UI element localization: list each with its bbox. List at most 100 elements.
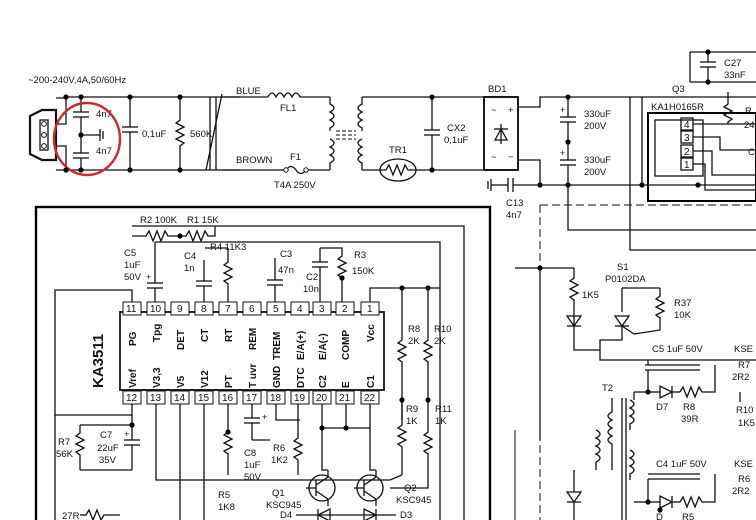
- cx2-label: CX2: [447, 123, 465, 134]
- s1-thyristor: [599, 287, 660, 350]
- r8-value: 2K: [408, 336, 420, 347]
- svg-text:DTC: DTC: [296, 367, 307, 388]
- svg-text:19: 19: [294, 393, 306, 404]
- r8b-value: 39R: [681, 414, 699, 425]
- c27-label: C27: [724, 58, 741, 69]
- c-y1-label: 4n7: [96, 109, 112, 120]
- r9-label: R9: [406, 404, 418, 415]
- ac-inlet-connector: [28, 108, 58, 162]
- bulk-capacitor-2: +: [560, 142, 576, 185]
- r7b-label: R7: [738, 360, 750, 371]
- svg-text:22: 22: [364, 393, 376, 404]
- r7-value: 56K: [56, 449, 74, 460]
- r37-label: R37: [674, 298, 691, 309]
- blue-label: BLUE: [236, 86, 261, 97]
- svg-text:3: 3: [684, 133, 690, 144]
- r-in-label: 560K: [190, 129, 213, 140]
- bd1-bridge-rectifier: ~ + ~ −: [483, 96, 519, 171]
- r27-label: 27R: [62, 511, 80, 520]
- svg-text:2: 2: [684, 147, 690, 158]
- t2-transformer: [594, 398, 635, 520]
- brown-label: BROWN: [236, 155, 273, 166]
- c8-label: C8: [244, 448, 256, 459]
- q2-transistor: [354, 428, 384, 506]
- q1-part-label: KSC945: [266, 500, 301, 511]
- cx2-capacitor: [424, 94, 440, 173]
- f1-value-label: T4A 250V: [274, 180, 316, 191]
- voltage-selector-switch: [205, 93, 223, 171]
- c4-value: 1n: [184, 263, 195, 274]
- cx2-value-label: 0,1uF: [444, 135, 468, 146]
- r7b-value: 2R2: [732, 372, 749, 383]
- r4-label: R4 11K3: [210, 242, 246, 253]
- svg-text:17: 17: [246, 393, 258, 404]
- c5-value: 1uF: [124, 260, 141, 271]
- c4-capacitor: [196, 260, 212, 302]
- r5b-cut-label: R5: [682, 512, 694, 520]
- d7-label: D7: [656, 402, 668, 413]
- svg-text:+: +: [146, 272, 151, 282]
- bulk-capacitor-1: +: [560, 97, 576, 145]
- q2-part-label: KSC945: [396, 495, 431, 506]
- svg-text:+: +: [124, 429, 129, 439]
- r1-label: R1 15K: [187, 215, 219, 226]
- tr1-thermistor: [379, 158, 417, 182]
- c4b-label: C4 1uF 50V: [656, 459, 707, 470]
- svg-text:21: 21: [339, 393, 351, 404]
- c5-voltage: 50V: [124, 272, 142, 283]
- d4-label: D4: [280, 510, 292, 520]
- c8-value: 1uF: [244, 460, 261, 471]
- svg-text:PG: PG: [128, 331, 139, 346]
- r5-value: 1K8: [218, 502, 235, 513]
- y-capacitors: [73, 97, 104, 170]
- c2-label: C2: [306, 272, 318, 283]
- r2-resistor: [132, 229, 183, 243]
- svg-text:11: 11: [126, 304, 137, 315]
- r6-label: R6: [273, 443, 285, 454]
- d-cut-label: D: [656, 512, 663, 520]
- svg-text:+: +: [560, 148, 565, 158]
- svg-text:~: ~: [491, 152, 497, 163]
- q3-pins: 4 3 2 1: [680, 117, 694, 171]
- ic-top-pins: 11 10 9 8 7 6 5 4 3 2 1: [122, 301, 380, 316]
- kse-a-label: KSE: [734, 344, 753, 355]
- ic-bottom-pin-names: Vref V3,3 V5 V12 PT T uvr GND DTC C2 E C…: [128, 363, 377, 388]
- svg-text:V3,3: V3,3: [152, 367, 163, 388]
- svg-text:Vref: Vref: [128, 368, 139, 388]
- r10-value: 2K: [434, 336, 446, 347]
- c5b-label: C5 1uF 50V: [652, 344, 703, 355]
- svg-text:4: 4: [684, 120, 690, 131]
- svg-text:V12: V12: [200, 370, 211, 388]
- r6b-value: 2R2: [732, 486, 749, 497]
- bleeder-resistor: [174, 94, 186, 173]
- svg-text:5: 5: [273, 304, 279, 315]
- r8-resistor: [396, 288, 408, 420]
- r10b-label: R10: [736, 405, 753, 416]
- svg-text:GND: GND: [272, 366, 283, 388]
- kse-b-label: KSE: [734, 459, 753, 470]
- ic-top-pin-names: PG Tpg DET CT RT REM TREM E/A(+) E/A(-) …: [128, 324, 377, 360]
- c3-label: C3: [280, 249, 292, 260]
- svg-text:2: 2: [342, 304, 348, 315]
- r9-value: 1K: [406, 416, 418, 427]
- q1-transistor: [306, 428, 336, 506]
- svg-text:8: 8: [201, 304, 207, 315]
- c3-value: 47n: [278, 265, 294, 276]
- c5-capacitor: +: [146, 242, 163, 302]
- svg-text:4: 4: [297, 304, 303, 315]
- svg-text:Tpg: Tpg: [152, 324, 163, 342]
- svg-text:13: 13: [150, 393, 162, 404]
- svg-text:C1: C1: [366, 375, 377, 388]
- f1-fuse: [283, 165, 330, 175]
- r7-resistor: [74, 422, 135, 471]
- lower-diode: [645, 474, 716, 510]
- input-x-capacitor: [122, 94, 138, 173]
- r6-value: 1K2: [271, 455, 288, 466]
- svg-text:E: E: [341, 381, 352, 388]
- svg-text:V5: V5: [176, 375, 187, 388]
- r37-resistor: [633, 288, 666, 335]
- c7-value: 22uF: [97, 443, 119, 454]
- ic-name-label: KA3511: [90, 334, 107, 388]
- c-bulk2-label: 330uF: [584, 155, 611, 166]
- c5-label: C5: [124, 248, 136, 259]
